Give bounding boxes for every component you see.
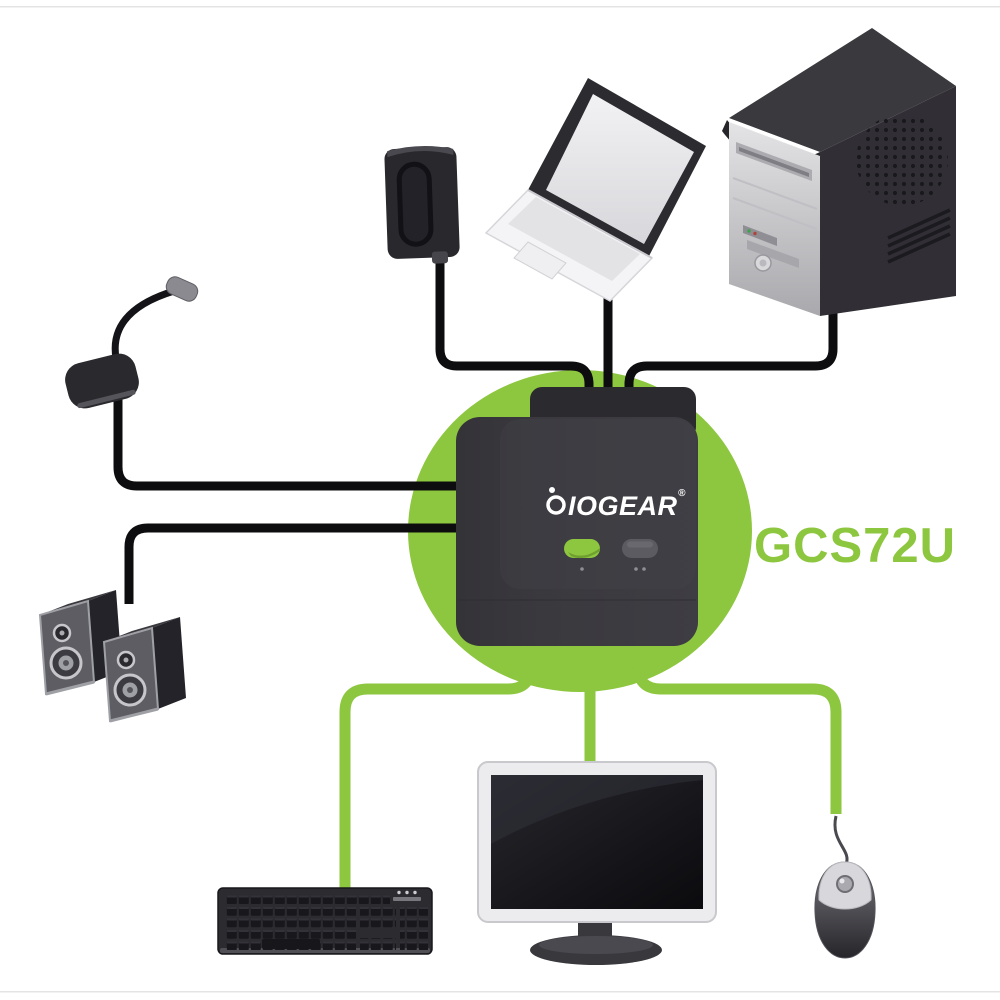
model-label: GCS72U [754,519,956,573]
speaker-left-tweeter-dot [59,630,65,636]
port-1-button-shade [568,548,600,559]
keyboard-cable [339,626,537,892]
speaker-right [102,617,186,723]
power-adapter [384,145,460,264]
keyboard-spacebar [262,939,320,949]
port-1-dot [580,567,584,571]
kvm-body [456,417,698,646]
mouse-scroll-ball-highlight [839,878,845,884]
kvm-logo-text: IOGEAR [568,491,678,521]
monitor-base-top [539,936,653,954]
keyboard-arrow-keys [360,938,396,950]
speaker-left-base-edge [45,680,95,696]
keyboard-brand-strip [393,897,421,901]
microphone-cable [113,398,480,491]
microphone-gooseneck [111,287,176,359]
pc-groove-2 [732,197,818,230]
laptop-keyboard-deck [508,197,640,281]
port-2-dot-b [642,567,646,571]
keyboard [217,887,433,955]
speaker-left [38,590,122,696]
power-adapter-plug [431,251,449,264]
iogear-eye-icon [546,495,566,515]
desktop-pc-cable [624,292,838,404]
mouse-wire [833,815,849,865]
microphone-base-rim [77,389,136,409]
console-cables [339,626,842,892]
speaker-right-side [152,617,186,709]
keyboard-indicator-led-2 [405,890,409,895]
keyboard-indicator-led-3 [413,890,417,895]
pc-drive-slot [739,147,809,177]
kvm-switch: IOGEAR ® [456,387,698,646]
port-2-button-highlight [627,541,653,548]
keyboard-numpad [400,906,428,950]
monitor [477,761,717,965]
keyboard-fn-row [226,894,390,904]
power-adapter-top-highlight [387,145,454,158]
port-1-button [564,539,600,558]
microphone-head [165,276,199,302]
speaker-right-woofer-cap [127,687,133,693]
pc-io-strip [747,240,799,268]
pc-groove-1 [732,177,818,210]
mouse-cable [632,626,842,814]
power-adapter-cable [435,252,594,404]
speaker-cable [124,523,480,604]
mouse [814,815,876,959]
monitor-screen-sheen [491,775,703,844]
pc-led-green [747,229,751,233]
pc-top-face [729,28,956,152]
desktop-pc [722,28,956,316]
speaker-right-base-edge [109,707,159,723]
top-border-line [0,6,1000,8]
speaker-left-woofer-cap [63,660,69,666]
laptop-screen [546,94,694,244]
speakers [38,590,186,723]
kvm-port-buttons [564,539,658,571]
laptop-hinge [527,189,653,259]
laptop-trackpad [513,241,567,280]
port-2-dot-a [634,567,638,571]
kvm-logo: IOGEAR ® [546,487,686,521]
power-adapter-slot [396,161,434,247]
laptop [484,78,706,302]
keyboard-indicator-led-1 [397,890,401,895]
iogear-eye-dot-icon [549,487,555,493]
registered-mark: ® [678,488,686,499]
pc-led-panel [743,225,777,246]
pc-vent-slits [887,208,951,264]
keyboard-nav-keys [360,906,396,929]
pc-power-button-inner [759,259,767,267]
microphone [65,276,199,409]
pc-led-red [753,231,757,236]
mouse-scroll-ball [836,875,854,893]
bottom-border-line [0,991,1000,993]
speaker-right-tweeter-dot [123,657,129,663]
pc-vent-circle [856,114,948,206]
